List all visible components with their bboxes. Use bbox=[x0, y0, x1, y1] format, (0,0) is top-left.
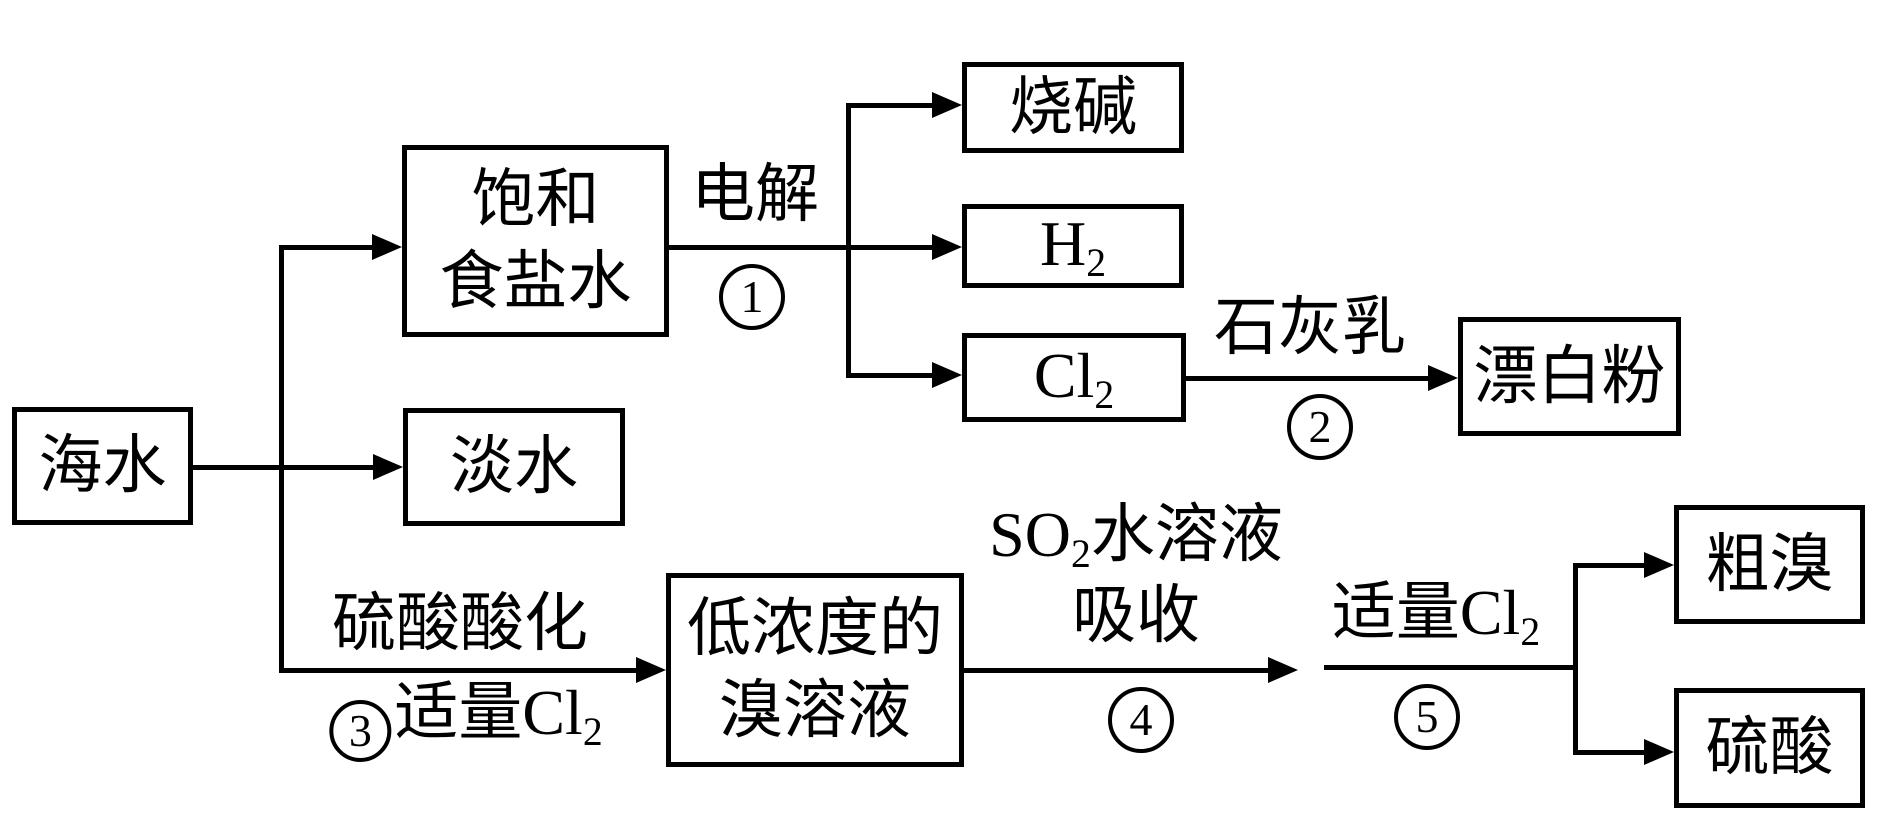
node-dilute-bromine-line2: 溴溶液 bbox=[719, 675, 911, 746]
step-1-number: 1 bbox=[740, 271, 764, 322]
node-dilute-bromine: 低浓度的 溴溶液 bbox=[666, 573, 964, 767]
step-4-circle: 4 bbox=[1108, 687, 1174, 753]
node-sulfuric-acid-label: 硫酸 bbox=[1705, 712, 1834, 784]
node-hydrogen: H2 bbox=[962, 204, 1184, 288]
step-3-circle: 3 bbox=[329, 700, 392, 762]
node-hydrogen-formula: H2 bbox=[1040, 203, 1106, 289]
connector-right-branch-vertical bbox=[1573, 563, 1578, 755]
chlorine-subscript: 2 bbox=[1094, 372, 1115, 417]
connector-moderate-cl2 bbox=[1324, 665, 1578, 670]
hydrogen-base: H bbox=[1039, 208, 1087, 280]
arrowhead-sulfuric-acid bbox=[1644, 739, 1674, 765]
arrowhead-dilute-bromine bbox=[636, 657, 666, 683]
step-5-number: 5 bbox=[1415, 691, 1439, 742]
node-saturated-brine-line1: 饱和 bbox=[471, 164, 600, 236]
node-caustic-soda: 烧碱 bbox=[962, 62, 1184, 153]
node-sulfuric-acid: 硫酸 bbox=[1674, 688, 1865, 808]
label-moderate-cl2: 适量Cl2 bbox=[1332, 581, 1540, 653]
step-4-number: 4 bbox=[1129, 694, 1153, 745]
node-crude-bromine: 粗溴 bbox=[1674, 505, 1865, 624]
connector-to-sulfuric-acid bbox=[1573, 750, 1648, 755]
label-acidify: 硫酸酸化 bbox=[332, 588, 588, 659]
label-lime-milk: 石灰乳 bbox=[1214, 292, 1406, 363]
connector-lime-milk bbox=[1186, 376, 1432, 381]
connector-electrolysis bbox=[669, 245, 937, 250]
step-5-circle: 5 bbox=[1394, 684, 1460, 750]
label-step3-subscript: 2 bbox=[582, 710, 603, 755]
node-bleaching-powder-label: 漂白粉 bbox=[1473, 340, 1666, 412]
label-moderate-cl2-subscript: 2 bbox=[1520, 610, 1541, 655]
node-saturated-brine-line2: 食盐水 bbox=[439, 246, 632, 317]
step-2-number: 2 bbox=[1308, 401, 1332, 452]
node-crude-bromine-label: 粗溴 bbox=[1705, 528, 1834, 600]
connector-to-caustic-soda bbox=[846, 103, 936, 108]
node-dilute-bromine-line1: 低浓度的 bbox=[687, 593, 943, 665]
label-absorb: 吸收 bbox=[1072, 580, 1200, 651]
label-electrolysis: 电解 bbox=[691, 159, 819, 230]
label-so2-solution: SO2水溶液 bbox=[989, 503, 1283, 575]
label-so2-base: SO bbox=[989, 499, 1071, 570]
node-saturated-brine: 饱和 食盐水 bbox=[402, 145, 669, 337]
label-step3-text: 适量Cl bbox=[394, 677, 583, 748]
node-chlorine-formula: Cl2 bbox=[1034, 335, 1114, 421]
arrowhead-caustic-soda bbox=[932, 92, 962, 118]
node-seawater-label: 海水 bbox=[38, 430, 167, 502]
node-seawater: 海水 bbox=[12, 407, 193, 525]
label-moderate-cl2-text: 适量Cl bbox=[1331, 577, 1521, 648]
step-2-circle: 2 bbox=[1287, 394, 1353, 460]
connector-to-chlorine bbox=[846, 373, 936, 378]
arrowhead-freshwater bbox=[373, 454, 403, 480]
node-bleaching-powder: 漂白粉 bbox=[1458, 317, 1681, 436]
arrowhead-hydrogen bbox=[932, 234, 962, 260]
connector-left-branch-vertical bbox=[279, 245, 284, 673]
connector-so2-absorb bbox=[964, 668, 1270, 673]
node-fresh-water: 淡水 bbox=[403, 408, 625, 526]
label-so2-subscript: 2 bbox=[1070, 532, 1091, 577]
node-fresh-water-label: 淡水 bbox=[450, 431, 578, 503]
step-1-circle: 1 bbox=[719, 264, 785, 330]
arrowhead-chlorine bbox=[932, 362, 962, 388]
hydrogen-subscript: 2 bbox=[1086, 241, 1107, 286]
chlorine-base: Cl bbox=[1033, 339, 1095, 411]
node-caustic-soda-label: 烧碱 bbox=[1009, 71, 1137, 143]
arrowhead-bleaching-powder bbox=[1428, 365, 1458, 391]
connector-to-saturated-brine bbox=[279, 245, 379, 250]
connector-to-crude-bromine bbox=[1573, 563, 1648, 568]
connector-to-dilute-bromine bbox=[279, 668, 641, 673]
connector-seawater-freshwater bbox=[193, 465, 378, 470]
step-3-number: 3 bbox=[348, 705, 372, 756]
arrowhead-crude-bromine bbox=[1644, 552, 1674, 578]
arrowhead-so2-absorb bbox=[1268, 657, 1298, 683]
arrowhead-saturated-brine bbox=[372, 234, 402, 260]
node-chlorine: Cl2 bbox=[962, 333, 1186, 422]
label-so2-suffix: 水溶液 bbox=[1090, 499, 1283, 570]
connector-products-vertical bbox=[846, 103, 851, 378]
